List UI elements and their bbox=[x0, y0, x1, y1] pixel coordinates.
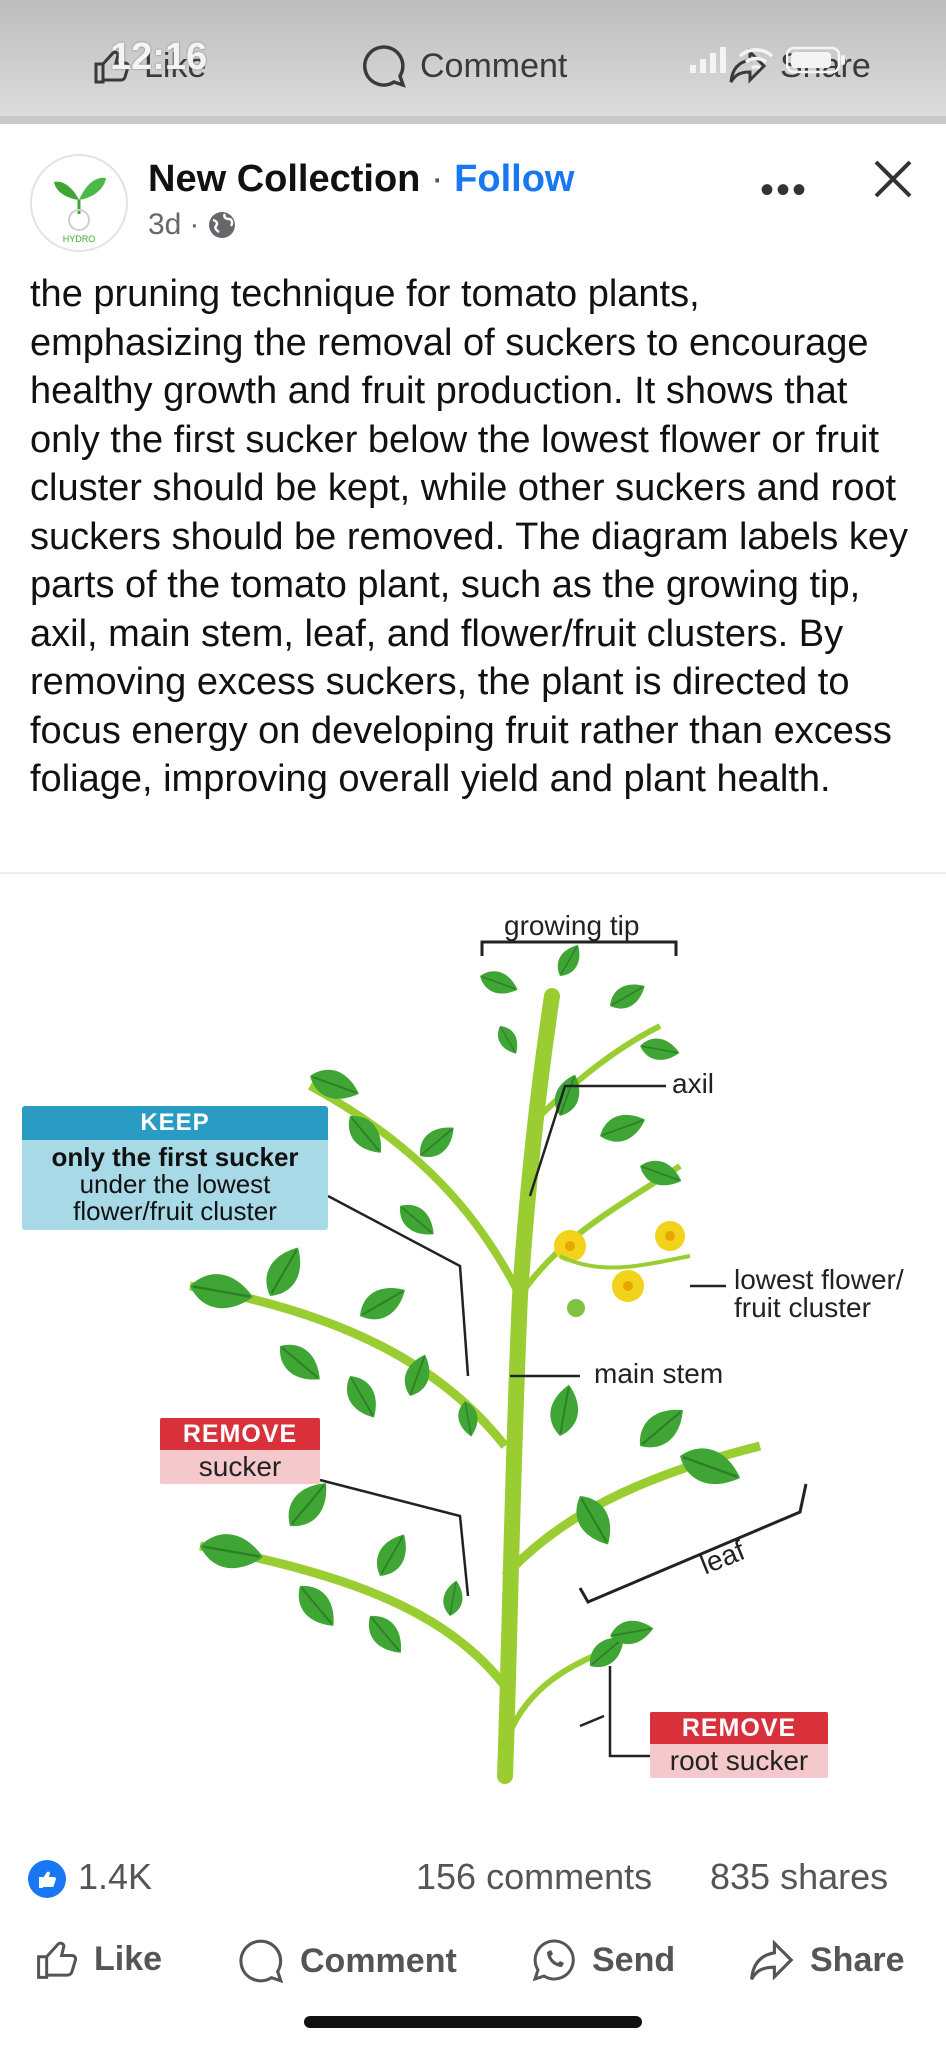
remove-root-sucker-callout: REMOVE root sucker bbox=[650, 1712, 828, 1778]
top-comment-label: Comment bbox=[420, 46, 568, 85]
top-like-label: Like bbox=[144, 46, 207, 85]
label-lowest-cluster: lowest flower/ fruit cluster bbox=[734, 1266, 904, 1322]
send-button[interactable]: Send bbox=[530, 1936, 675, 1984]
page-name-line: New Collection · Follow bbox=[148, 158, 574, 201]
more-options-icon[interactable]: ••• bbox=[760, 168, 809, 212]
remove-root-sucker-heading: REMOVE bbox=[650, 1712, 828, 1744]
battery-icon bbox=[786, 46, 845, 74]
meta-dot: · bbox=[189, 208, 200, 241]
page-name[interactable]: New Collection bbox=[148, 158, 421, 200]
post-time: 3d bbox=[148, 208, 182, 241]
globe-icon bbox=[209, 212, 236, 238]
remove-sucker-callout: REMOVE sucker bbox=[160, 1418, 320, 1484]
page-avatar[interactable]: HYDRO bbox=[30, 154, 128, 252]
label-axil: axil bbox=[672, 1068, 715, 1099]
tomato-pruning-diagram[interactable]: growing tip axil KEEP only the first suc… bbox=[0, 876, 946, 1826]
sprout-logo-icon: HYDRO bbox=[54, 177, 106, 244]
label-lowest-cluster-line-1: lowest flower/ bbox=[734, 1264, 904, 1295]
post-action-bar: Like Comment Send Share bbox=[0, 1926, 946, 2006]
comment-button[interactable]: Comment bbox=[236, 1936, 457, 1986]
thumbs-up-icon bbox=[37, 1941, 78, 1979]
keep-callout: KEEP only the first sucker under the low… bbox=[22, 1106, 328, 1230]
post-body-text: the pruning technique for tomato plants,… bbox=[30, 273, 908, 800]
close-icon[interactable] bbox=[868, 154, 918, 204]
send-label: Send bbox=[592, 1940, 676, 1979]
thumbs-up-icon bbox=[94, 50, 130, 84]
keep-line-3: flower/fruit cluster bbox=[73, 1196, 277, 1226]
label-lowest-cluster-line-2: fruit cluster bbox=[734, 1292, 871, 1323]
post-meta: 3d · bbox=[148, 208, 237, 242]
post-header: HYDRO New Collection · Follow 3d · ••• bbox=[0, 124, 946, 264]
remove-root-sucker-text: root sucker bbox=[669, 1745, 809, 1776]
avatar-text: HYDRO bbox=[63, 234, 96, 244]
whatsapp-icon bbox=[532, 1939, 575, 1982]
tomato-plant-illustration bbox=[185, 939, 808, 1784]
top-comment-button[interactable]: Comment bbox=[360, 40, 567, 92]
comment-icon bbox=[363, 45, 406, 88]
signal-icon bbox=[690, 47, 726, 73]
wifi-icon bbox=[738, 48, 774, 70]
share-label: Share bbox=[810, 1940, 905, 1979]
home-indicator[interactable] bbox=[304, 2016, 642, 2028]
share-arrow-icon bbox=[729, 48, 767, 84]
comment-icon bbox=[239, 1939, 284, 1984]
reactions-summary: 1.4K 156 comments 835 shares bbox=[0, 1826, 946, 1926]
share-button[interactable]: Share bbox=[748, 1936, 905, 1984]
follow-button[interactable]: Follow bbox=[454, 158, 575, 200]
text-divider bbox=[0, 872, 946, 874]
top-action-bar: Like Comment Share 12:16 bbox=[0, 0, 946, 116]
top-divider bbox=[0, 116, 946, 124]
share-arrow-icon bbox=[750, 1939, 794, 1981]
label-growing-tip: growing tip bbox=[504, 910, 640, 941]
name-separator: · bbox=[420, 158, 455, 200]
comments-count[interactable]: 156 comments bbox=[416, 1856, 653, 1897]
like-button[interactable]: Like bbox=[34, 1936, 162, 1982]
like-label: Like bbox=[94, 1939, 163, 1978]
shares-count[interactable]: 835 shares bbox=[710, 1856, 889, 1897]
remove-sucker-text: sucker bbox=[198, 1451, 282, 1482]
status-icons bbox=[690, 46, 846, 74]
comment-label: Comment bbox=[300, 1941, 457, 1980]
keep-heading: KEEP bbox=[22, 1106, 328, 1140]
remove-sucker-heading: REMOVE bbox=[160, 1418, 320, 1450]
keep-line-2: under the lowest bbox=[79, 1169, 271, 1199]
top-like-button[interactable]: Like bbox=[92, 40, 206, 92]
label-main-stem: main stem bbox=[594, 1358, 724, 1389]
status-time: 12:16 bbox=[110, 36, 208, 78]
keep-line-1: only the first sucker bbox=[51, 1142, 299, 1172]
like-reaction-icon bbox=[28, 1860, 66, 1898]
like-count[interactable]: 1.4K bbox=[78, 1856, 153, 1897]
